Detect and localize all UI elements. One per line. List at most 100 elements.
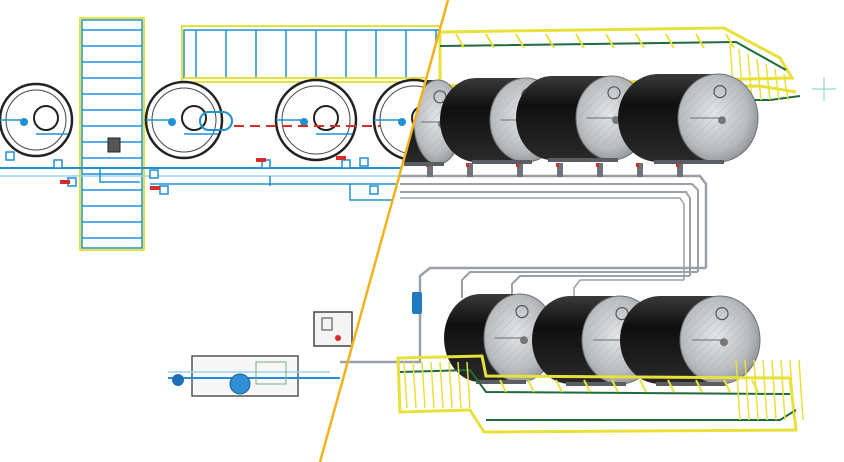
panel-divider [318, 0, 450, 462]
walkway-rail [439, 40, 787, 71]
schematic-pipe [99, 168, 140, 183]
instrument-icon [107, 137, 121, 153]
valve-icon [467, 163, 473, 177]
valve-handle-icon [466, 163, 469, 167]
walkway-frame [396, 354, 798, 434]
walkway-stile [485, 33, 495, 49]
stair-tread [448, 361, 453, 409]
schematic-tank-1 [0, 82, 74, 158]
valve-handle-icon [60, 180, 70, 184]
nozzle-icon [398, 118, 406, 126]
tanks-3d [384, 73, 761, 386]
walkway-stile [527, 379, 535, 393]
stair-tread [783, 73, 789, 101]
nozzle-icon [168, 118, 176, 126]
walkway-stile [635, 33, 645, 49]
walkway-frame [438, 26, 795, 88]
stair-tread [735, 359, 741, 421]
pipe [511, 275, 690, 296]
walkway-rail [486, 409, 797, 421]
stair-tread [780, 359, 786, 421]
stair-tread [762, 359, 768, 421]
nozzle-icon [720, 338, 728, 347]
render-3d-panel [322, 26, 804, 434]
stair-tread [798, 359, 804, 421]
valve-icon [369, 185, 379, 195]
manway-icon [181, 105, 207, 131]
control-panel-icon [313, 311, 353, 347]
walkway-stile [725, 33, 735, 49]
tank-saddle [656, 382, 726, 386]
walkway-stile [667, 379, 675, 393]
pipe [400, 191, 691, 276]
pump-icon [229, 373, 251, 395]
walkway-stile [455, 33, 465, 49]
heat-exchanger-icon [255, 361, 287, 385]
walkway-stile [545, 33, 555, 49]
walkway-frame [79, 17, 145, 251]
tank-saddle [548, 158, 618, 162]
pipe [400, 174, 708, 268]
hose-coupling-icon [199, 111, 233, 131]
stair-tread [771, 359, 777, 421]
tank-outline [0, 82, 74, 158]
valve-handle-icon [596, 163, 599, 167]
stair-tread [744, 359, 750, 421]
walkway-stile [723, 379, 731, 393]
tank-bottom-3 [620, 295, 761, 386]
stair-tread [756, 58, 762, 101]
walkway-frame [181, 25, 445, 83]
walkway-stile [605, 33, 615, 49]
walkway-stile [583, 379, 591, 393]
stair-tread [774, 68, 780, 101]
valve-handle-icon [256, 158, 266, 162]
stair-tread [747, 53, 753, 101]
nozzle-icon [520, 336, 528, 345]
manway-icon [715, 307, 729, 321]
valve-icon [557, 163, 563, 177]
walkway-stile [665, 33, 675, 49]
walkway-vertical-2d [79, 17, 145, 251]
walkway-stile [555, 379, 563, 393]
schematic-tank-3 [274, 78, 358, 162]
nozzle-icon [20, 118, 28, 126]
pipe [400, 183, 699, 272]
pipework-3d [322, 163, 708, 364]
pipe [461, 271, 698, 298]
tank-top-4 [618, 73, 759, 164]
schematic-2d-panel [0, 17, 448, 397]
walkway-stile [639, 379, 647, 393]
valve-icon [427, 163, 433, 177]
manway-icon [713, 84, 727, 99]
valve-icon [159, 185, 169, 195]
crosshair-icon [812, 77, 836, 101]
pump-skid-icon [168, 355, 340, 397]
tank-saddle [404, 162, 444, 166]
valve-icon [517, 163, 523, 177]
walkway-stile [499, 379, 507, 393]
valve-handle-icon [556, 163, 559, 167]
walkway-inner [183, 29, 443, 79]
motor-icon [172, 374, 184, 386]
tank-saddle [566, 382, 626, 386]
pump-icon [412, 292, 422, 314]
panel-indicator [335, 335, 341, 341]
valve-icon [149, 169, 159, 179]
valve-icon [597, 163, 603, 177]
valve-icon [53, 159, 63, 169]
stair-tread [789, 359, 795, 421]
walkway-rail [399, 368, 791, 395]
manway-icon [313, 105, 339, 131]
walkway-stile [515, 33, 525, 49]
tank-saddle [472, 160, 532, 164]
stair-tread [421, 361, 426, 409]
stair-tread [466, 361, 471, 409]
walkway-bottom-3d [396, 354, 804, 434]
valve-icon [637, 163, 643, 177]
panel-display [321, 317, 333, 331]
schematic-tank-2 [144, 80, 224, 160]
valve-handle-icon [516, 163, 519, 167]
walkway-stile [695, 379, 703, 393]
